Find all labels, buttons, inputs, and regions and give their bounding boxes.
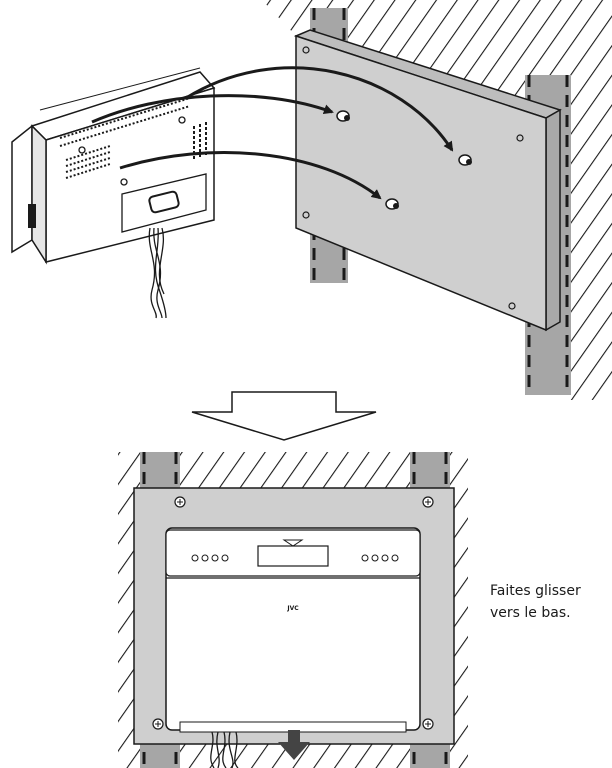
instruction-caption: Faites glisser vers le bas. [490,580,612,624]
mounting-panel [293,29,562,332]
slide-down-arrow-icon [278,730,310,760]
eject-icon [282,539,304,547]
button-row-right [361,554,399,562]
panel-screw [508,302,516,310]
instruction-line-2: vers le bas. [490,605,571,621]
panel-screw [302,46,310,54]
unit-front: JVC [165,527,421,733]
panel-screw [302,211,310,219]
panel-screw [516,134,524,142]
mounting-arrows [91,66,454,200]
cables [210,731,239,768]
step-arrow [191,391,377,441]
hanging-stud [336,110,350,122]
hanging-stud [458,154,472,166]
unit-rear-view [11,67,216,319]
instruction-line-1: Faites glisser [490,583,581,599]
brand-logo: JVC [286,605,299,612]
hanging-stud [385,198,399,210]
button-row-left [191,554,229,562]
display-window [257,545,329,567]
